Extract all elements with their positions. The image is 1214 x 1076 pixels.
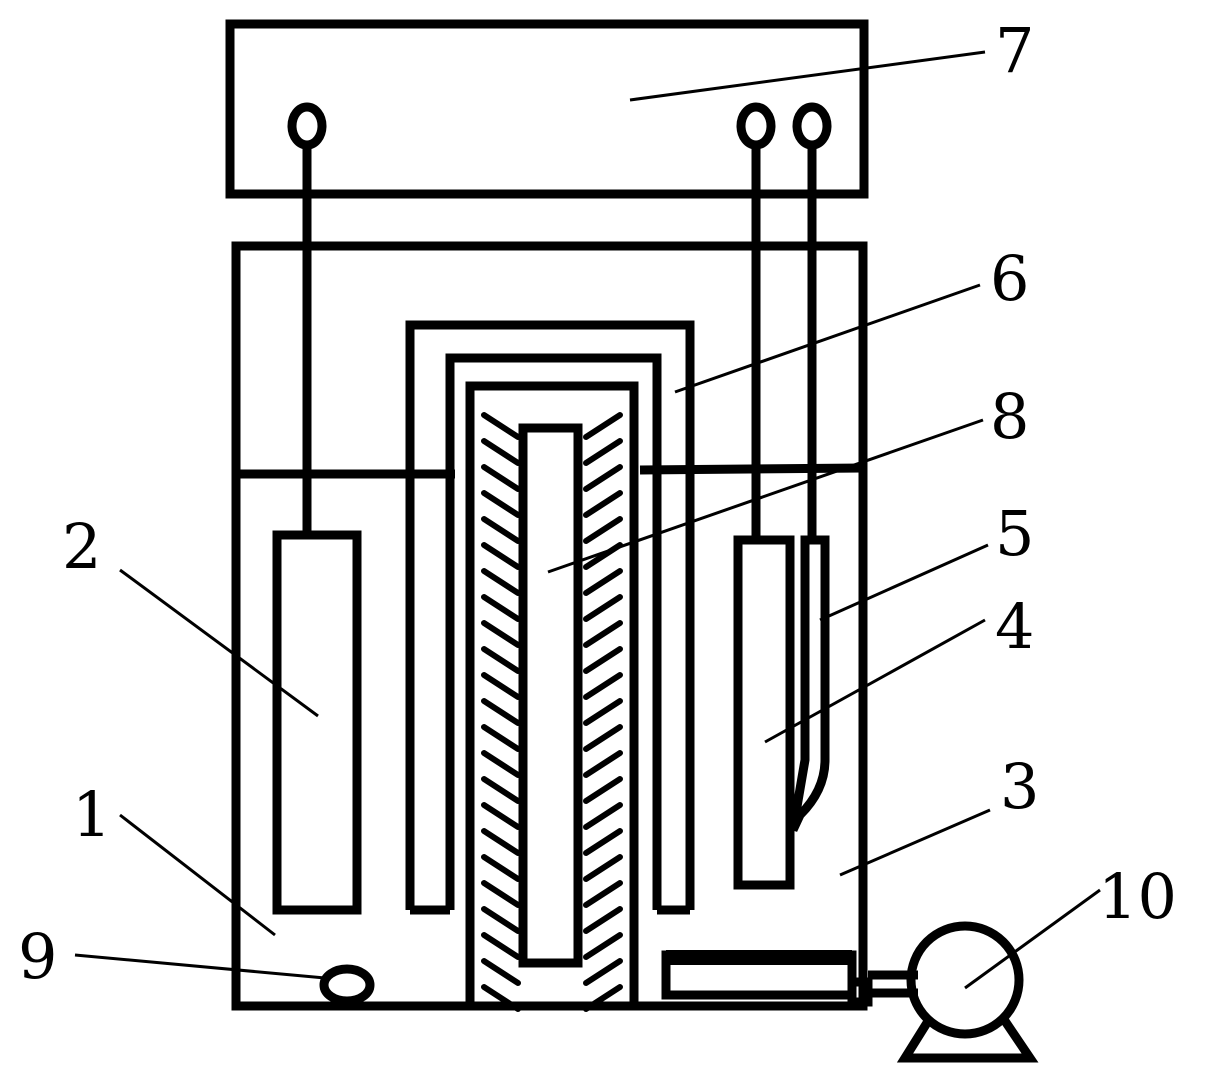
pump-body <box>906 921 1024 1039</box>
leader-line-3 <box>839 808 991 877</box>
leader-line-9 <box>74 953 326 980</box>
label-10: 10 <box>1098 860 1177 933</box>
hatch-stroke <box>583 620 623 648</box>
leader-line-4 <box>764 618 986 744</box>
hatch-stroke <box>583 568 623 596</box>
hatch-stroke <box>481 412 521 440</box>
hatch-stroke <box>583 412 623 440</box>
label-6: 6 <box>990 242 1029 315</box>
hatch-stroke <box>583 854 623 882</box>
leader-line-7 <box>629 50 986 102</box>
leader-line-1 <box>119 813 276 937</box>
terminal-left <box>287 102 327 150</box>
hatch-stroke <box>481 854 521 882</box>
hatch-stroke <box>481 880 521 908</box>
leader-line-5 <box>819 543 989 622</box>
hatch-stroke <box>481 490 521 518</box>
hatch-stroke <box>583 594 623 622</box>
hatch-stroke <box>481 776 521 804</box>
inlet-bulb <box>319 964 375 1006</box>
hatch-stroke <box>583 672 623 700</box>
pump-stand <box>896 1015 1039 1063</box>
leader-line-8 <box>547 418 984 574</box>
label-3: 3 <box>1000 750 1039 823</box>
heater-housing <box>465 381 639 1006</box>
heater-core <box>518 423 583 968</box>
label-5: 5 <box>995 497 1034 570</box>
hatch-stroke <box>481 672 521 700</box>
hatch-stroke <box>481 594 521 622</box>
hatch-stroke <box>481 438 521 466</box>
hatch-stroke <box>481 750 521 778</box>
hatch-stroke <box>583 802 623 830</box>
stirrer-plate-top <box>666 950 852 965</box>
label-2: 2 <box>62 510 101 583</box>
leader-line-10 <box>964 888 1101 990</box>
terminal-right <box>792 102 832 150</box>
hatch-stroke <box>583 516 623 544</box>
hatch-stroke <box>481 724 521 752</box>
hatch-stroke <box>583 490 623 518</box>
hatch-stroke <box>583 776 623 804</box>
label-1: 1 <box>72 778 111 851</box>
hatch-stroke <box>583 906 623 934</box>
leader-line-2 <box>119 568 319 718</box>
hatch-stroke <box>583 958 623 986</box>
liquid-level-right <box>639 463 864 475</box>
hatch-stroke <box>481 906 521 934</box>
hatch-stroke <box>583 828 623 856</box>
leader-line-6 <box>674 283 981 394</box>
hatch-stroke <box>583 698 623 726</box>
hatch-stroke <box>583 750 623 778</box>
hatch-stroke <box>481 828 521 856</box>
hatch-stroke <box>481 932 521 960</box>
hatch-stroke <box>481 958 521 986</box>
hatch-stroke <box>481 620 521 648</box>
hatch-stroke <box>583 724 623 752</box>
hatch-stroke <box>481 464 521 492</box>
label-4: 4 <box>995 590 1034 663</box>
hatch-stroke <box>583 438 623 466</box>
hatch-stroke <box>583 880 623 908</box>
hatch-stroke <box>583 984 623 1012</box>
partition-outer <box>405 320 695 910</box>
hatch-stroke <box>583 464 623 492</box>
partition-inner <box>445 353 662 910</box>
hatch-stroke <box>481 698 521 726</box>
hatch-stroke <box>481 984 521 1012</box>
label-8: 8 <box>990 380 1029 453</box>
hatch-stroke <box>583 646 623 674</box>
hatch-stroke <box>481 516 521 544</box>
label-9: 9 <box>18 920 57 993</box>
terminal-middle <box>736 102 776 150</box>
hatch-stroke <box>481 646 521 674</box>
control-unit-box <box>225 19 869 199</box>
hatch-stroke <box>583 932 623 960</box>
heater-hatching-left <box>481 412 521 1012</box>
heater-hatching-right <box>583 412 623 1012</box>
label-7: 7 <box>995 14 1034 87</box>
hatch-stroke <box>481 568 521 596</box>
hatch-stroke <box>481 802 521 830</box>
tank-body <box>231 241 868 1011</box>
right-electrode <box>733 535 795 890</box>
reference-probe <box>788 535 830 832</box>
left-electrode <box>272 530 362 915</box>
hatch-stroke <box>481 542 521 570</box>
